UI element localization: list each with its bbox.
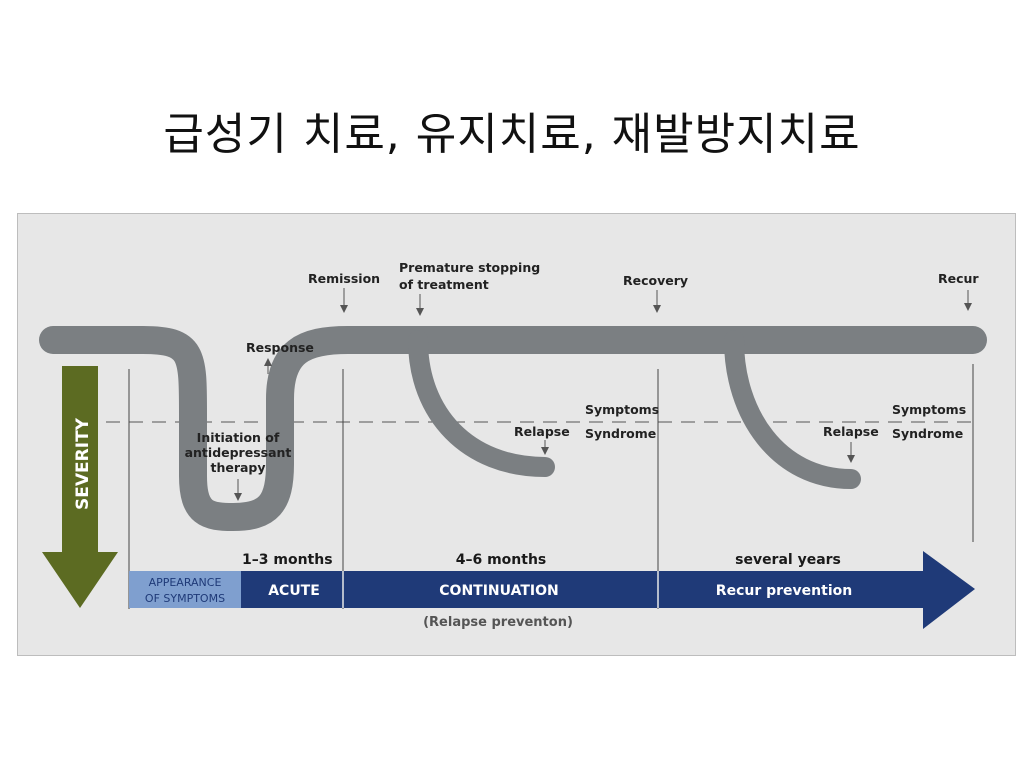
recur-label: Recur — [938, 271, 979, 286]
phase-acute: ACUTE — [268, 583, 320, 599]
recur-arrow — [964, 290, 972, 311]
syndrome-label-2: Syndrome — [892, 426, 963, 441]
phase-timeline-arrow — [241, 551, 975, 629]
severity-label: SEVERITY — [73, 417, 93, 510]
premature-stopping-arrow — [416, 294, 424, 316]
initiation-label-3: therapy — [210, 460, 265, 475]
severity-course-curve — [39, 326, 987, 531]
duration-acute: 1–3 months — [242, 552, 333, 568]
initiation-label-2: antidepressant — [185, 445, 292, 460]
syndrome-label-1: Syndrome — [585, 426, 656, 441]
appearance-label-2: OF SYMPTOMS — [145, 592, 225, 605]
response-label: Response — [246, 340, 314, 355]
initiation-arrow — [234, 479, 242, 501]
relapse-label-2: Relapse — [823, 424, 879, 439]
symptoms-label-1: Symptoms — [585, 402, 659, 417]
phase-continuation: CONTINUATION — [439, 583, 558, 599]
relapse-branch-2 — [724, 330, 861, 489]
treatment-phases-diagram: Remission Premature stopping of treatmen… — [17, 213, 1016, 656]
symptoms-label-2: Symptoms — [892, 402, 966, 417]
initiation-label-1: Initiation of — [197, 430, 280, 445]
relapse-label-1: Relapse — [514, 424, 570, 439]
relapse-arrow-1 — [541, 440, 549, 455]
duration-recur: several years — [735, 552, 841, 568]
duration-continuation: 4–6 months — [456, 552, 547, 568]
response-arrow — [264, 358, 272, 374]
remission-label: Remission — [308, 271, 380, 286]
continuation-note: (Relapse preventon) — [423, 615, 573, 630]
remission-arrow — [340, 288, 348, 313]
relapse-arrow-2 — [847, 442, 855, 463]
appearance-phase-box — [129, 571, 241, 608]
premature-stopping-label-2: of treatment — [399, 277, 489, 292]
relapse-branch-1 — [408, 330, 555, 477]
recovery-label: Recovery — [623, 273, 688, 288]
severity-arrow — [42, 366, 118, 608]
slide-title: 급성기 치료, 유지치료, 재발방지치료 — [163, 109, 861, 160]
appearance-label-1: APPEARANCE — [149, 576, 222, 589]
premature-stopping-label: Premature stopping — [399, 260, 540, 275]
phase-recur-prevention: Recur prevention — [716, 583, 852, 599]
recovery-arrow — [653, 290, 661, 313]
